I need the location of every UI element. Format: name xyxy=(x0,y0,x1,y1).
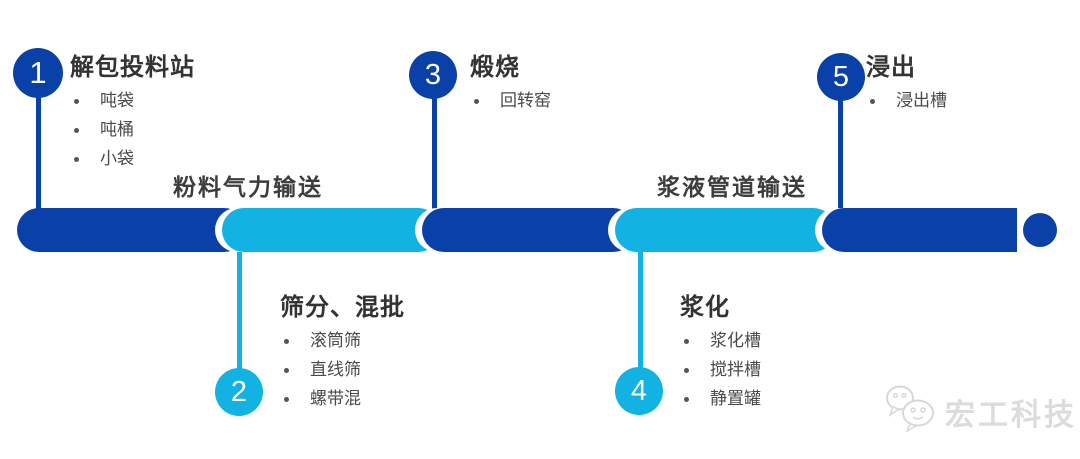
bar-end-dot xyxy=(1023,213,1057,247)
bullet-dot-icon xyxy=(284,368,289,373)
step-circle-5: 5 xyxy=(817,53,865,101)
list-item: 浸出槽 xyxy=(866,91,947,111)
transport-label-powder: 粉料气力输送 xyxy=(173,174,323,200)
transport-label-slurry: 浆液管道输送 xyxy=(657,174,807,200)
bullet-text: 浸出槽 xyxy=(896,91,947,110)
connector-stem-1 xyxy=(36,96,41,210)
list-item: 小袋 xyxy=(70,149,195,169)
step-block-slurrying: 浆化 浆化槽 搅拌槽 静置罐 xyxy=(680,293,761,418)
bullet-text: 回转窑 xyxy=(500,91,551,110)
bullet-text: 吨桶 xyxy=(100,120,134,139)
bullet-dot-icon xyxy=(684,397,689,402)
bullet-text: 滚筒筛 xyxy=(310,331,361,350)
step-circle-1: 1 xyxy=(13,48,63,98)
step-circle-3: 3 xyxy=(409,51,457,99)
bullet-text: 直线筛 xyxy=(310,360,361,379)
connector-stem-2 xyxy=(237,250,242,372)
step-bullet-list: 回转窑 xyxy=(470,91,551,111)
list-item: 直线筛 xyxy=(280,360,405,380)
connector-stem-5 xyxy=(838,99,843,210)
list-item: 静置罐 xyxy=(680,389,761,409)
step-number: 2 xyxy=(230,375,248,408)
watermark: 宏工科技 xyxy=(885,385,1077,438)
step-title: 浸出 xyxy=(866,54,916,81)
bullet-dot-icon xyxy=(684,368,689,373)
step-bullet-list: 滚筒筛 直线筛 螺带混 xyxy=(280,331,405,409)
step-title: 筛分、混批 xyxy=(280,294,405,321)
bullet-text: 小袋 xyxy=(100,149,134,168)
bullet-dot-icon xyxy=(74,128,79,133)
step-title: 解包投料站 xyxy=(70,54,195,81)
step-title: 煅烧 xyxy=(470,54,520,81)
step-block-screening-mixing: 筛分、混批 滚筒筛 直线筛 螺带混 xyxy=(280,293,405,418)
bullet-text: 浆化槽 xyxy=(710,331,761,350)
list-item: 螺带混 xyxy=(280,389,405,409)
list-item: 滚筒筛 xyxy=(280,331,405,351)
bar-segment-cyan-slurry-pipeline xyxy=(615,208,835,252)
list-item: 吨桶 xyxy=(70,120,195,140)
bullet-dot-icon xyxy=(284,339,289,344)
bullet-text: 吨袋 xyxy=(100,91,134,110)
watermark-brand-text: 宏工科技 xyxy=(945,398,1077,432)
bullet-dot-icon xyxy=(74,99,79,104)
step-bullet-list: 吨袋 吨桶 小袋 xyxy=(70,91,195,169)
step-bullet-list: 浸出槽 xyxy=(866,91,947,111)
step-bullet-list: 浆化槽 搅拌槽 静置罐 xyxy=(680,331,761,409)
step-title: 浆化 xyxy=(680,294,730,321)
connector-stem-4 xyxy=(638,250,643,371)
list-item: 回转窑 xyxy=(470,91,551,111)
bullet-text: 搅拌槽 xyxy=(710,360,761,379)
step-circle-4: 4 xyxy=(615,367,663,415)
bullet-text: 静置罐 xyxy=(710,389,761,408)
bullet-dot-icon xyxy=(74,157,79,162)
bullet-dot-icon xyxy=(870,99,875,104)
connector-stem-3 xyxy=(432,97,437,210)
bar-segment-dark-2 xyxy=(422,208,635,252)
step-block-unpacking-station: 解包投料站 吨袋 吨桶 小袋 xyxy=(70,53,195,178)
step-block-calcination: 煅烧 回转窑 xyxy=(470,53,551,120)
bullet-dot-icon xyxy=(284,397,289,402)
bar-segment-dark-1 xyxy=(17,208,246,252)
list-item: 浆化槽 xyxy=(680,331,761,351)
bullet-dot-icon xyxy=(474,99,479,104)
list-item: 吨袋 xyxy=(70,91,195,111)
list-item: 搅拌槽 xyxy=(680,360,761,380)
step-number: 5 xyxy=(832,60,850,93)
wechat-chat-bubbles-icon xyxy=(885,385,937,438)
step-block-leaching: 浸出 浸出槽 xyxy=(866,53,947,120)
step-number: 1 xyxy=(29,55,47,90)
bullet-text: 螺带混 xyxy=(310,389,361,408)
bar-segment-cyan-powder-conveying xyxy=(222,208,440,252)
step-number: 3 xyxy=(424,58,442,91)
bar-segment-dark-3 xyxy=(822,208,1017,252)
bullet-dot-icon xyxy=(684,339,689,344)
step-number: 4 xyxy=(630,374,648,407)
step-circle-2: 2 xyxy=(215,368,263,416)
